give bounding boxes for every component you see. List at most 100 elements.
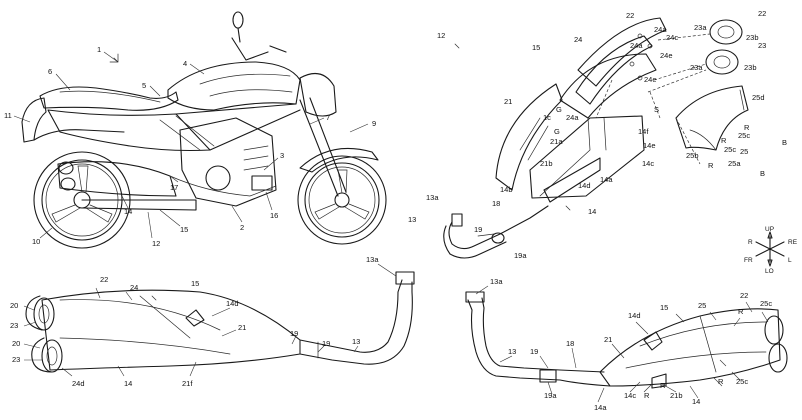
exhaust-pipe-right-b [481, 297, 605, 373]
label-x-23: 23 [758, 41, 766, 50]
label-r-R3: R [644, 391, 650, 400]
label-x-25: 25 [740, 147, 748, 156]
label-x-B1: B [782, 138, 787, 147]
label-l-19b: 19 [322, 339, 330, 348]
label-x-14f: 14f [638, 127, 649, 136]
label-r-15: 15 [660, 303, 668, 312]
label-x-12: 12 [437, 31, 445, 40]
tail-pipe-upper [33, 297, 55, 331]
end-cap-lower [705, 49, 739, 75]
label-r-19: 19 [530, 347, 538, 356]
label-r-14d: 14d [628, 311, 641, 320]
label-l-24d: 24d [72, 379, 85, 388]
exploded-view-figure: UP LO FR RE R L [443, 17, 798, 275]
muffler-left-body [41, 289, 301, 371]
label-x-22b: 22 [758, 9, 766, 18]
label-l-13a: 13a [366, 255, 379, 264]
label-x-1c: 1c [543, 113, 551, 122]
label-l-24: 24 [130, 283, 138, 292]
label-x-25c1: 25c [738, 131, 750, 140]
label-x-14c: 14c [642, 159, 654, 168]
compass-fr: FR [744, 257, 753, 264]
muffler-right-figure [465, 285, 788, 403]
front-fender [299, 147, 379, 173]
label-r-13: 13 [508, 347, 516, 356]
label-l-19a: 19 [290, 329, 298, 338]
label-x-14e: 14e [643, 141, 656, 150]
tail-light [21, 97, 47, 143]
panel-21 [495, 83, 563, 191]
label-17: 17 [170, 183, 178, 192]
label-r-R4: R [660, 381, 666, 390]
label-l-14d: 14d [226, 299, 239, 308]
label-r-19a: 19a [544, 391, 557, 400]
label-l-21: 21 [238, 323, 246, 332]
label-l-13: 13 [352, 337, 360, 346]
flange-right-13a [465, 291, 485, 303]
cover-15 [559, 53, 657, 119]
compass-lo: LO [765, 268, 774, 275]
tail-pipe-right-lower [768, 343, 788, 373]
label-5: 5 [142, 81, 146, 90]
label-4: 4 [183, 59, 187, 68]
flange-left-13a [395, 271, 415, 285]
compass-r: R [748, 239, 753, 246]
label-x-25a: 25a [728, 159, 741, 168]
label-l-14: 14 [124, 379, 132, 388]
compass-re: RE [788, 239, 798, 246]
compass-l: L [788, 257, 792, 264]
label-r-25c1: 25c [760, 299, 772, 308]
muffler-right-body [599, 308, 781, 387]
label-3: 3 [280, 151, 284, 160]
rear-fender [33, 129, 125, 141]
label-12: 12 [152, 239, 160, 248]
label-x-13a: 13a [426, 193, 439, 202]
label-x-15: 15 [532, 43, 540, 52]
end-cap-upper [709, 19, 743, 45]
label-r-14a: 14a [594, 403, 607, 412]
label-x-R1: R [744, 123, 750, 132]
label-x-14: 14 [588, 207, 596, 216]
label-x-14b: 14b [500, 185, 513, 194]
label-14: 14 [124, 207, 132, 216]
label-x-21b: 21b [540, 159, 553, 168]
label-x-21: 21 [504, 97, 512, 106]
label-x-19a: 19a [514, 251, 527, 260]
label-x-B2: B [760, 169, 765, 178]
label-l-15: 15 [191, 279, 199, 288]
exhaust-pipe-upper [448, 205, 549, 250]
label-r-14: 14 [692, 397, 700, 406]
motorcycle-figure [13, 11, 387, 249]
label-9: 9 [372, 119, 376, 128]
label-l-23a: 23 [10, 321, 18, 330]
label-x-R3: R [708, 161, 714, 170]
label-x-23b1: 23b [746, 33, 759, 42]
label-l-21f: 21f [182, 379, 193, 388]
label-l-20b: 20 [12, 339, 20, 348]
label-r-21: 21 [604, 335, 612, 344]
label-7: 7 [326, 113, 330, 122]
compass-axes [755, 235, 785, 263]
exhaust-pipe-left-b [299, 281, 413, 365]
bike-muffler [57, 161, 177, 197]
label-x-R2: R [721, 136, 727, 145]
label-r-25: 25 [698, 301, 706, 310]
handlebar [231, 37, 287, 61]
label-x-14d: 14d [578, 181, 591, 190]
label-r-R2: R [718, 377, 724, 386]
compass-up: UP [765, 226, 774, 233]
label-r-R1: R [738, 307, 744, 316]
swing-arm [81, 199, 197, 211]
exhaust-pipe-lower [443, 225, 507, 259]
label-x-22a: 22 [626, 11, 634, 20]
label-x-25c2: 25c [724, 145, 736, 154]
tail-pipe-right-upper [764, 315, 784, 345]
label-x-23a2: 23a [690, 63, 703, 72]
exhaust-pipe-bike [169, 175, 277, 197]
bracket-right-14d [643, 331, 663, 351]
label-x-14a: 14a [600, 175, 613, 184]
label-15: 15 [180, 225, 188, 234]
label-r-25c2: 25c [736, 377, 748, 386]
side-cover [47, 109, 211, 152]
